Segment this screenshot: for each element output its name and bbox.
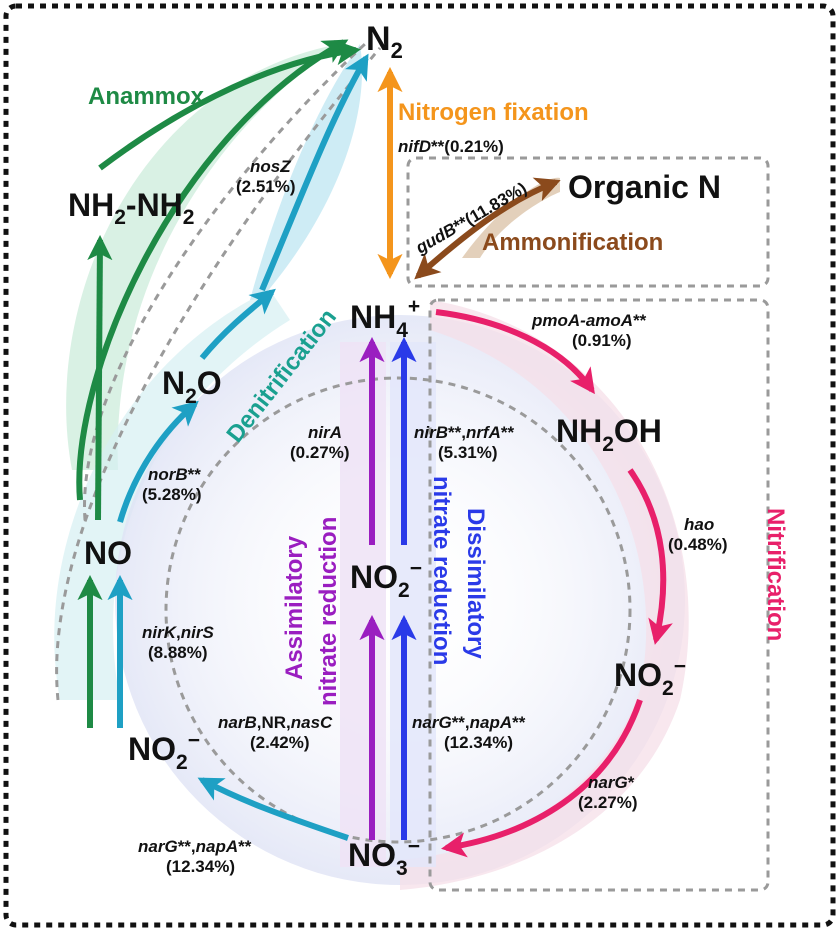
gene-nirk-nirs: nirK,nirS (142, 623, 214, 642)
anammox-band (66, 44, 340, 470)
denit-arrow-to-n2 (259, 53, 369, 292)
gene-norb: norB** (148, 465, 201, 484)
denit-arrow-no-n2o (117, 400, 199, 523)
process-nitrification: Nitrification (762, 508, 789, 641)
gene-narb-pct: (2.42%) (250, 733, 310, 752)
dissimilatory-band (390, 342, 436, 867)
gene-narg-right-pct: (2.27%) (578, 793, 638, 812)
gene-nira-pct: (0.27%) (290, 443, 350, 462)
species-no: NO (84, 535, 132, 571)
gene-nira: nirA (308, 423, 342, 442)
nitrif-arrow-no2-no3 (441, 699, 643, 858)
process-ammonification: Ammonification (482, 229, 663, 256)
denit-arrow-no3-no2 (197, 777, 349, 841)
species-n2: N2 (366, 20, 403, 63)
gene-nirb-nrfa: nirB**,nrfA** (414, 423, 515, 442)
gene-pmoa-amoa-pct: (0.91%) (572, 331, 632, 350)
process-nitrogen-fixation: Nitrogen fixation (398, 99, 589, 126)
species-no3: NO3− (348, 835, 420, 880)
species-hydrazine: NH2-NH2 (68, 187, 194, 229)
species-no2-right: NO2− (614, 655, 686, 700)
gene-hao-pct: (0.48%) (668, 535, 728, 554)
species-n2o: N2O (162, 365, 222, 408)
process-anammox: Anammox (88, 83, 205, 110)
reduction-circle (164, 376, 632, 844)
gene-nirb-nrfa-pct: (5.31%) (438, 443, 498, 462)
species-nh4: NH4+ (350, 295, 420, 342)
assimilatory-band (340, 342, 386, 867)
outer-frame (3, 3, 836, 928)
denitrification-band-upper (250, 44, 363, 300)
gene-narg-napa-left-pct: (12.34%) (166, 857, 235, 876)
gene-hao: hao (684, 515, 714, 534)
gene-nosz: nosZ (250, 157, 291, 176)
gene-narg-napa-center: narG**,napA** (412, 713, 526, 732)
gene-narg-napa-center-pct: (12.34%) (444, 733, 513, 752)
gene-narg-right: narG* (588, 773, 635, 792)
denit-arrow-n2o-mid (199, 288, 276, 360)
species-organic-n: Organic N (568, 169, 721, 205)
gene-narg-napa-left: narG**,napA** (138, 837, 252, 856)
denitrification-guide (55, 47, 382, 701)
species-nh2oh: NH2OH (556, 413, 662, 456)
anammox-arrow-hydrazine-n2 (98, 40, 361, 171)
anammox-arrow-no-hydrazine (87, 234, 113, 521)
process-dissimilatory: Dissimilatory (462, 508, 489, 659)
process-assimilatory: Assimilatory (281, 535, 308, 680)
gene-norb-pct: (5.28%) (142, 485, 202, 504)
ammonification-arrow (414, 177, 561, 280)
nitrif-arrow-nh4-nh2oh (435, 309, 595, 395)
gene-nirk-nirs-pct: (8.88%) (148, 643, 208, 662)
nitrif-arrow-nh2oh-no2 (627, 468, 673, 645)
species-no2-center: NO2− (350, 557, 422, 602)
gene-pmoa-amoa: pmoA-amoA** (531, 311, 647, 330)
gene-narb: narB,NR,nasC (218, 713, 333, 732)
gene-nifd: nifD**(0.21%) (398, 137, 504, 156)
process-assimilatory-2: nitrate reduction (315, 517, 342, 706)
process-dissimilatory-2: nitrate reduction (428, 476, 455, 665)
nitrification-band (400, 300, 689, 890)
species-no2-left: NO2− (128, 729, 200, 774)
anammox-arrow-outer (76, 39, 349, 501)
ammonification-box (406, 156, 770, 288)
nitrification-box (428, 298, 770, 892)
gene-nosz-pct: (2.51%) (236, 177, 296, 196)
